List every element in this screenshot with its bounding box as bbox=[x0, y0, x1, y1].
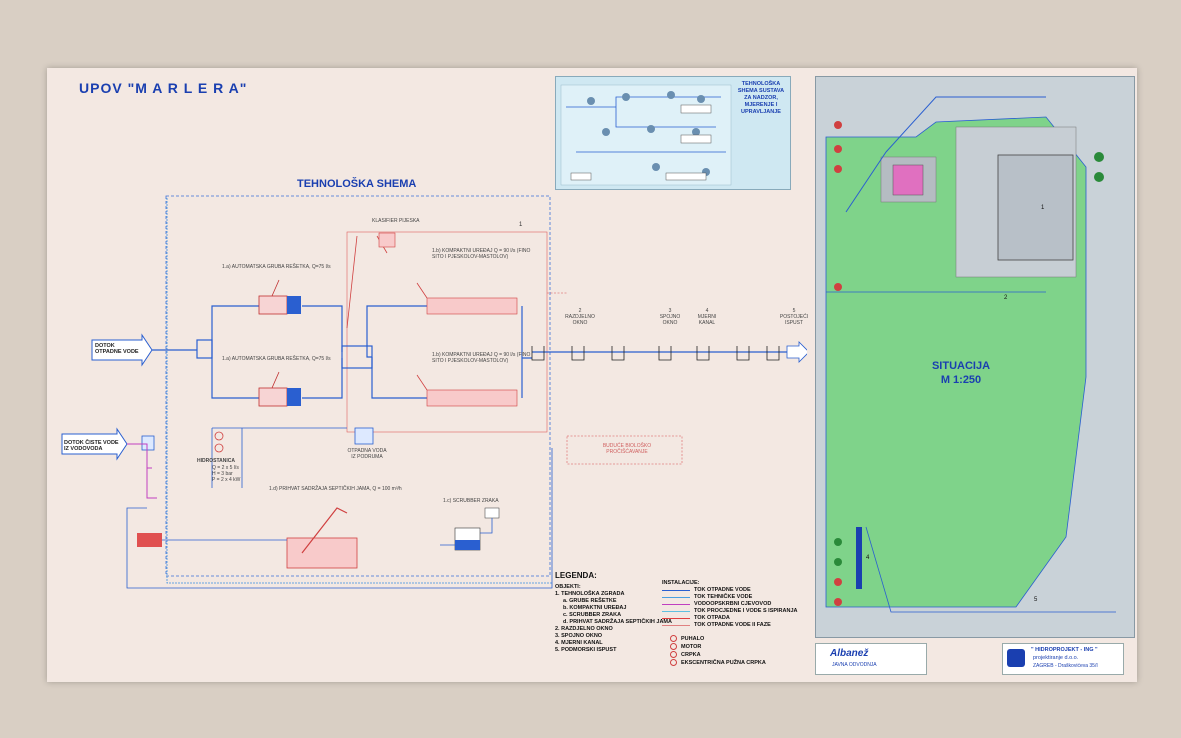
classifier-label: KLASIFIER PIJESKA bbox=[372, 218, 420, 224]
legend-install-item: TOK OTPADNE VODE II FAZE bbox=[662, 622, 802, 629]
legend-objects-title: OBJEKTI: bbox=[555, 584, 581, 590]
hydrostation-label: HIDROSTANICA bbox=[197, 458, 235, 464]
compact-bottom-label: 1.b) KOMPAKTNI UREĐAJ Q = 90 l/s (FINO S… bbox=[432, 352, 531, 364]
compact-units bbox=[346, 232, 518, 407]
control-schema-drawing bbox=[560, 84, 732, 186]
scrubber-label: 1.c) SCRUBBER ZRAKA bbox=[443, 498, 499, 504]
legend-install-label: TOK OTPADA bbox=[694, 615, 730, 621]
technological-schema: 1 bbox=[61, 195, 807, 589]
waste-water-label: OTPADNA VODA IZ PODRUMA bbox=[347, 448, 387, 460]
legend-install-label: TOK OTPADNE VODE II FAZE bbox=[694, 622, 771, 628]
screen-bottom-label: 1.a) AUTOMATSKA GRUBA REŠETKA, Q=75 l/s bbox=[222, 356, 331, 362]
legend-install-item: TOK OTPADNE VODE bbox=[662, 587, 802, 594]
water-inlet-arrow bbox=[61, 427, 128, 461]
screen-top-label: 1.a) AUTOMATSKA GRUBA REŠETKA, Q=75 l/s bbox=[222, 264, 331, 270]
legend-symbol-label: MOTOR bbox=[681, 643, 702, 650]
situation-name: SITUACIJA bbox=[931, 360, 991, 372]
compact-unit-frame bbox=[346, 231, 548, 433]
legend-symbol-label: PUHALO bbox=[681, 635, 705, 642]
legend-object-item: b. KOMPAKTNI UREĐAJ bbox=[563, 605, 627, 611]
albanez-subtitle: JAVNA ODVODNJA bbox=[832, 662, 877, 668]
hydro-param-1: Q = 2 x 5 l/s bbox=[212, 465, 239, 471]
control-schema-panel: TEHNOLOŠKA SHEMA SUSTAVA ZA NADZOR, MJER… bbox=[555, 76, 791, 190]
legend-symbol-item: CRPKA bbox=[662, 650, 802, 659]
legend-installs-title: INSTALACIJE: bbox=[662, 580, 700, 586]
site-label-4: 4 bbox=[866, 555, 870, 561]
legend-symbol-label: EKSCENTRIČNA PUŽNA CRPKA bbox=[681, 659, 766, 666]
poster-board: UPOV "M A R L E R A" TEHNOLOŠKA SHEMA SU… bbox=[47, 68, 1137, 682]
legend-symbol-item: EKSCENTRIČNA PUŽNA CRPKA bbox=[662, 658, 802, 667]
legend-object-item: c. SCRUBBER ZRAKA bbox=[563, 612, 622, 618]
symbol-circle-icon bbox=[670, 658, 677, 666]
albanez-name: Albanež bbox=[830, 648, 869, 659]
septic-label: 1.d) PRIHVAT SADRŽAJA SEPTIČKIH JAMA, Q … bbox=[269, 486, 402, 492]
legend-install-item: TOK TEHNIČKE VODE bbox=[662, 594, 802, 601]
legend-object-item: 5. PODMORSKI ISPUST bbox=[555, 647, 617, 653]
hidro-subtitle: projektiranje d.o.o. bbox=[1033, 655, 1079, 661]
legend-line-swatch bbox=[662, 604, 690, 605]
situation-scale: M 1:250 bbox=[940, 374, 982, 386]
legend-install-item: TOK PROCJEDNE I VODE S ISPIRANJA bbox=[662, 608, 802, 615]
legend-object-item: d. PRIHVAT SADRŽAJA SEPTIČKIH JAMA bbox=[563, 619, 672, 625]
building-outline bbox=[165, 195, 551, 577]
legend-line-swatch bbox=[662, 590, 690, 591]
svg-text:1: 1 bbox=[519, 222, 523, 228]
legend-object-item: 1. TEHNOLOŠKA ZGRADA bbox=[555, 591, 625, 597]
legend-object-item: 2. RAZDJELNO OKNO bbox=[555, 626, 613, 632]
hidro-address: ZAGREB - Draškovićeva 35/I bbox=[1033, 663, 1098, 669]
legend-line-swatch bbox=[662, 625, 690, 626]
hidroprojekt-mark-icon bbox=[1007, 649, 1025, 667]
symbol-circle-icon bbox=[670, 650, 677, 658]
control-schema-title: TEHNOLOŠKA SHEMA SUSTAVA ZA NADZOR, MJER… bbox=[737, 81, 785, 115]
legend-line-swatch bbox=[662, 611, 690, 612]
future-biology-box bbox=[566, 435, 683, 465]
legend-title: LEGENDA: bbox=[555, 571, 597, 580]
hidro-name: " HIDROPROJEKT - ING " bbox=[1031, 647, 1098, 653]
hidroprojekt-logo: " HIDROPROJEKT - ING " projektiranje d.o… bbox=[1002, 643, 1124, 675]
legend-object-item: a. GRUBE REŠETKE bbox=[563, 598, 617, 604]
legend-install-item: VODOOPSKRBNI CJEVOVOD bbox=[662, 601, 802, 608]
symbol-circle-icon bbox=[670, 642, 677, 650]
legend-objects: OBJEKTI: 1. TEHNOLOŠKA ZGRADA a. GRUBE R… bbox=[555, 584, 685, 654]
poster-title: UPOV "M A R L E R A" bbox=[79, 80, 248, 96]
legend-install-label: TOK OTPADNE VODE bbox=[694, 587, 751, 593]
symbol-circle-icon bbox=[670, 635, 677, 642]
albanez-logo: Albanež JAVNA ODVODNJA bbox=[815, 643, 927, 675]
site-label-2: 2 bbox=[1004, 295, 1008, 301]
hydro-param-3: P = 2 x 4 kW bbox=[212, 477, 241, 483]
situation-title: SITUACIJA M 1:250 bbox=[816, 359, 1106, 387]
legend-install-label: VODOOPSKRBNI CJEVOVOD bbox=[694, 601, 772, 607]
hydro-param-2: H = 3 bar bbox=[212, 471, 233, 477]
legend-line-swatch bbox=[662, 618, 690, 619]
schema-title: TEHNOLOŠKA SHEMA bbox=[297, 178, 417, 190]
legend-symbol-item: MOTOR bbox=[662, 642, 802, 651]
legend-install-item: TOK OTPADA bbox=[662, 615, 802, 622]
situation-drawing bbox=[825, 96, 1116, 613]
legend-install-label: TOK PROCJEDNE I VODE S ISPIRANJA bbox=[694, 608, 798, 614]
legend-line-swatch bbox=[662, 597, 690, 598]
site-label-5: 5 bbox=[1034, 597, 1038, 603]
inlet-arrow bbox=[91, 333, 153, 367]
inlet-label: DOTOK OTPADNE VODE bbox=[95, 343, 139, 355]
compact-top-label: 1.b) KOMPAKTNI UREĐAJ Q = 90 l/s (FINO S… bbox=[432, 248, 531, 260]
legend-install-label: TOK TEHNIČKE VODE bbox=[694, 594, 753, 600]
legend-symbol-label: CRPKA bbox=[681, 651, 701, 658]
future-biology-label: BUDUĆE BIOLOŠKO PROČIŠĆAVANJE bbox=[602, 443, 652, 455]
situation-plan: 2 1 4 5 SITUACIJA M 1:250 bbox=[815, 76, 1135, 638]
site-label-1: 1 bbox=[1041, 205, 1045, 211]
water-inlet-label: DOTOK ČISTE VODE IZ VODOVODA bbox=[64, 440, 119, 452]
legend-object-item: 4. MJERNI KANAL bbox=[555, 640, 603, 646]
legend-object-item: 3. SPOJNO OKNO bbox=[555, 633, 603, 639]
legend-symbol-item: PUHALO bbox=[662, 635, 802, 643]
